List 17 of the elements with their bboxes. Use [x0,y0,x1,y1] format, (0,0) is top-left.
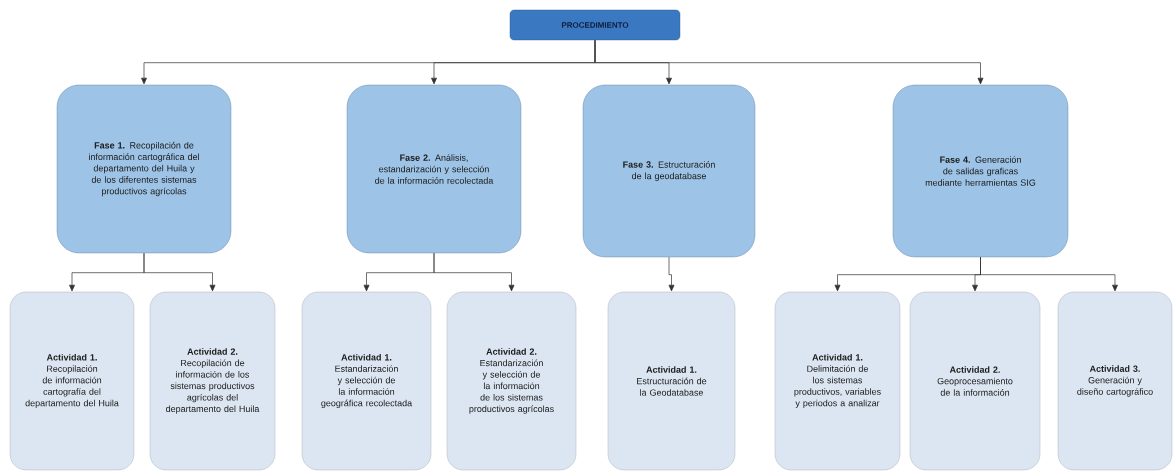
activity-box: Actividad 1. Recopilación de información cartografía del departamento del Huila [9,291,135,471]
phase-box: Fase 2. Análisis, estandarización y selección de la información recolectada [346,84,522,254]
phase-box: Fase 1. Recopilación de información cartográfica del departamento del Huila y de los diferentes sistemas productivos agrícolas [56,84,232,254]
phase-box: Fase 3. Estructuración de la geodatabase [582,84,756,258]
activity-box: Actividad 1. Estructuración de la Geodatabase [607,291,736,471]
arrow [980,256,1118,292]
activity-box: Actividad 1. Delimitación de los sistemas productivos, variables y periodos a analizar [774,291,901,471]
activity-box: Actividad 2. Estandarización y selección de la información de los sistemas productivos agrícolas [446,291,577,471]
arrow [594,39,984,85]
activity-box: Actividad 1. Estandarización y selección de la información geográfica recolectada [301,291,432,471]
activity-box: Actividad 3. Generación y diseño cartográfico [1057,291,1173,471]
arrow [668,256,675,292]
phase-box: Fase 4. Generación de salidas graficas mediante herramientas SIG [892,84,1069,258]
arrow [433,252,515,292]
arrow [143,252,216,292]
activity-box: Actividad 2. Geoprocesamiento de la información [909,291,1041,471]
activity-box: Actividad 2. Recopilación de información de los sistemas productivos agrícolas del departamento del Huila [149,291,276,471]
